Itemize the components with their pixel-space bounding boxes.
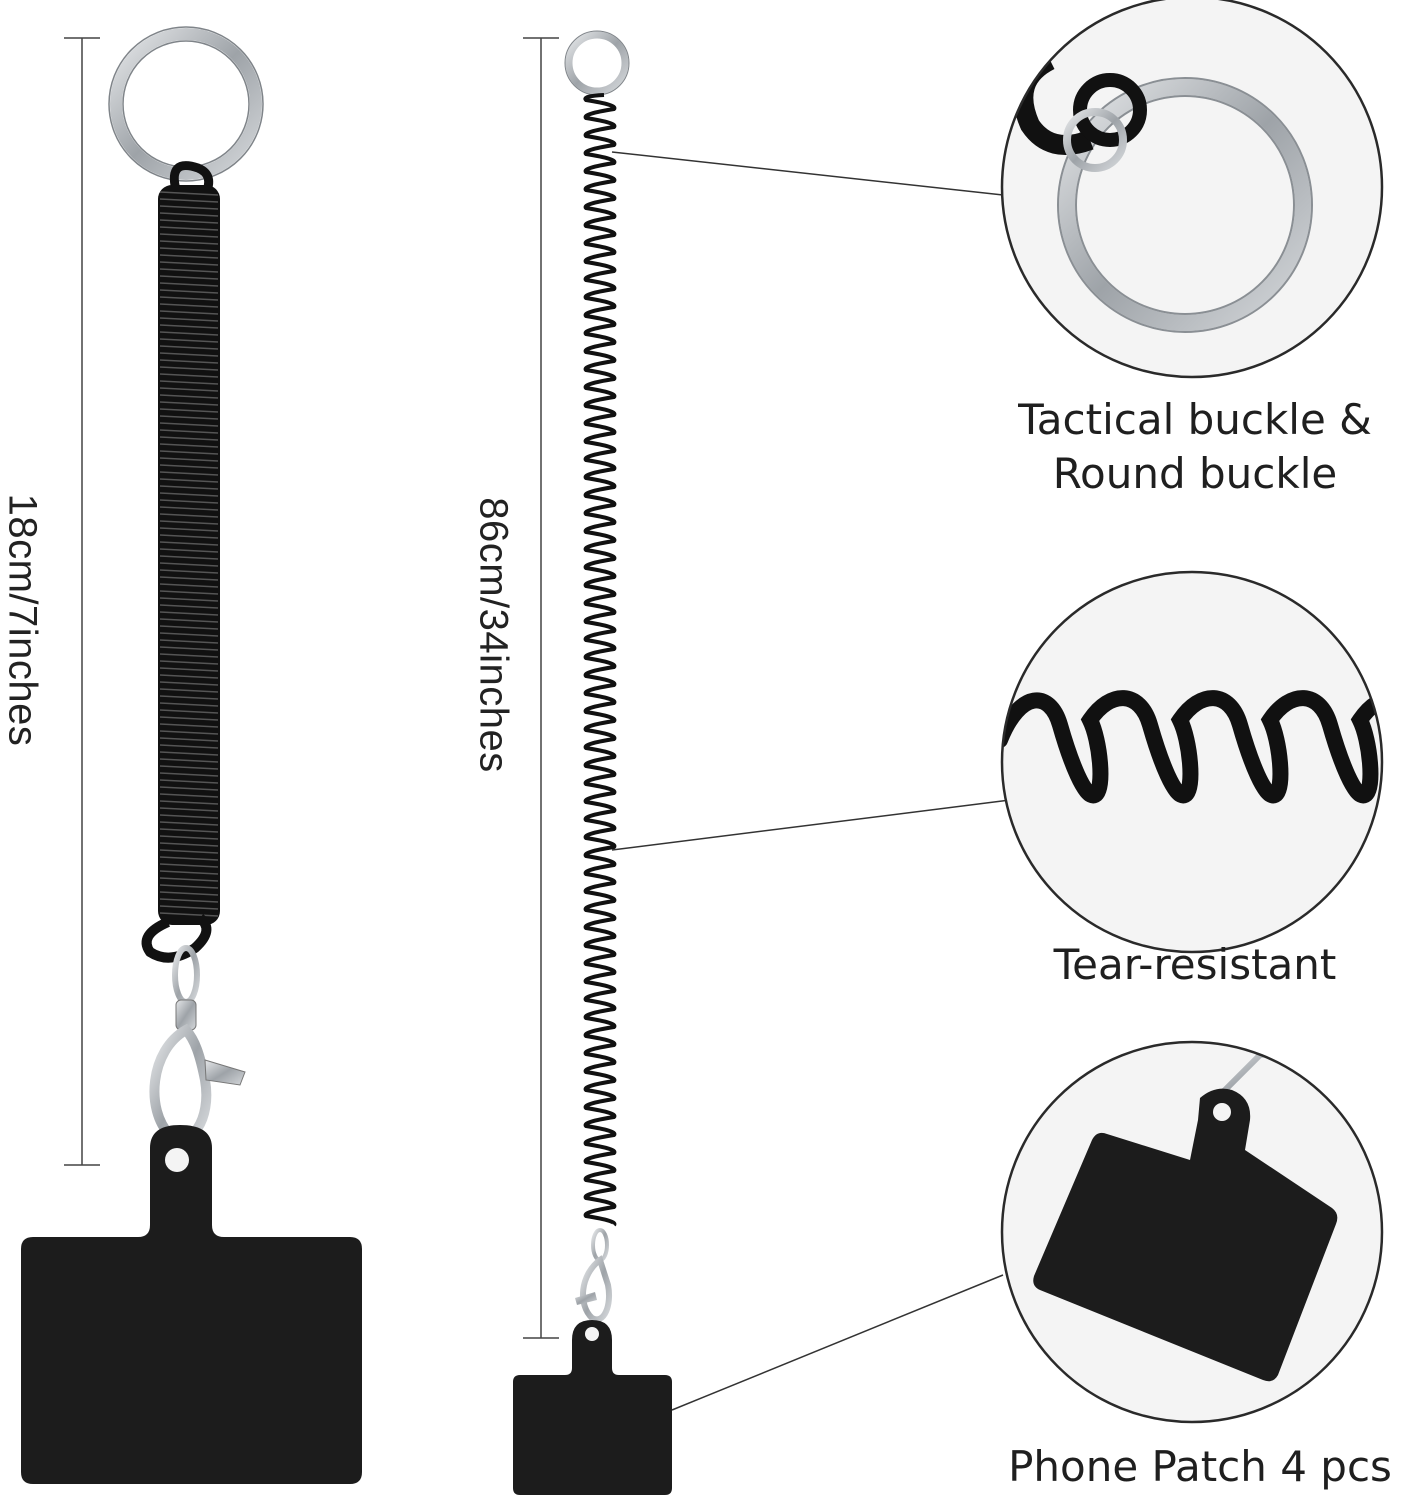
long-dimension-line <box>523 37 559 1339</box>
buckle-feature-label: Tactical buckle & Round buckle <box>990 393 1400 501</box>
short-length-label: 18cm/7inches <box>0 493 45 747</box>
key-ring-icon <box>110 28 262 180</box>
tear-resistant-label: Tear-resistant <box>1053 940 1337 989</box>
phone-patch-label: Phone Patch 4 pcs <box>1008 1442 1392 1491</box>
coil-detail-icon <box>1000 570 1384 954</box>
small-key-ring-icon <box>565 31 629 95</box>
long-length-label: 86cm/34inches <box>471 497 516 773</box>
small-phone-patch <box>513 1320 672 1495</box>
coil-spring <box>158 185 220 925</box>
lobster-clasp-icon <box>149 1023 212 1144</box>
short-dimension-line <box>64 37 100 1166</box>
callout-lines <box>611 151 1011 1411</box>
buckle-label-line1: Tactical buckle & <box>1018 395 1372 444</box>
buckle-label-line2: Round buckle <box>1052 449 1338 498</box>
key-ring-detail-icon <box>1000 0 1384 379</box>
long-coil <box>583 93 617 1227</box>
short-lanyard <box>21 26 362 1484</box>
phone-patch-detail-icon <box>1000 1040 1384 1424</box>
phone-patch <box>21 1125 362 1484</box>
long-lanyard <box>513 30 672 1495</box>
